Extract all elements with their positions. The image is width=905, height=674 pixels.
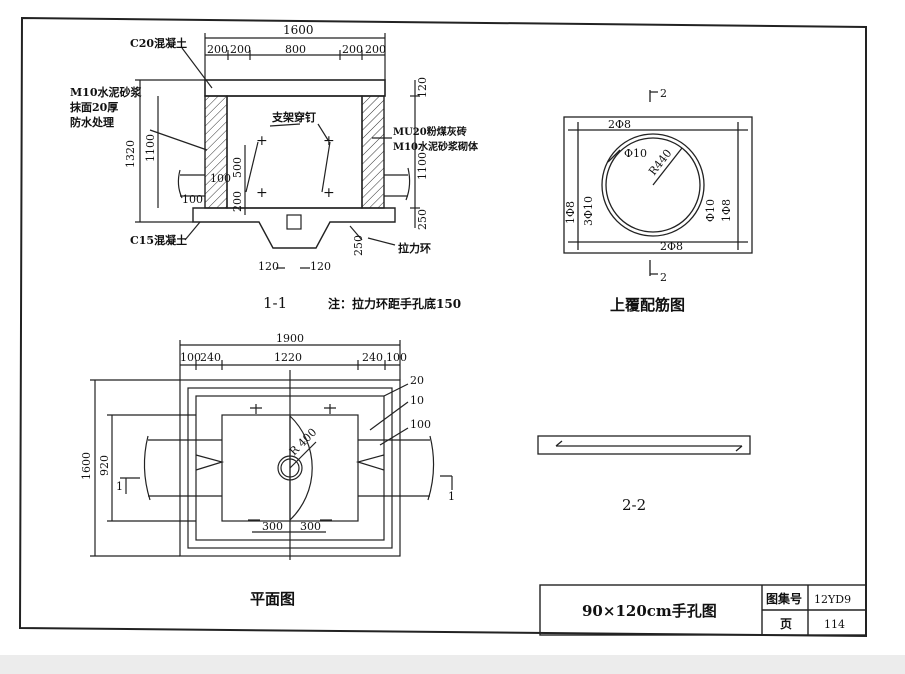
dim-left-100-a: 100	[210, 172, 231, 185]
dim-right-bottom: 250	[416, 209, 429, 230]
svg-text:+: +	[323, 185, 335, 201]
section-1-1-note: 注：拉力环距手孔底150	[328, 296, 461, 311]
plan-dim-height-inner: 920	[98, 455, 111, 476]
title-atlas-label: 图集号	[766, 591, 802, 606]
plan-dim-left-100: 100	[180, 351, 201, 364]
dim-top-right-2: 200	[365, 43, 386, 56]
dim-right-top: 120	[416, 77, 429, 98]
section-1-1-title: 1-1	[263, 294, 287, 312]
cover-bottom-bar: 2Φ8	[660, 240, 683, 253]
dim-right-mid: 1100	[416, 152, 429, 180]
plan-dim-right-240: 240	[362, 351, 383, 364]
label-support-bolt: 支架穿钉	[271, 110, 316, 124]
cover-section-mark-bottom: 2	[660, 271, 667, 284]
dim-bracket-500: 500	[231, 157, 244, 178]
plan-dim-overall-width: 1900	[276, 332, 304, 345]
plan-dim-bottom-300-a: 300	[262, 520, 283, 533]
cover-right-b: 1Φ8	[720, 199, 733, 222]
label-pull-ring: 拉力环	[398, 241, 431, 255]
title-atlas-value: 12YD9	[814, 593, 851, 606]
svg-text:+: +	[323, 133, 335, 149]
section-1-1-view: + + + +	[135, 33, 420, 269]
plan-layer-10: 10	[410, 394, 424, 407]
cover-ring-bar: Φ10	[624, 147, 647, 160]
plan-dim-height-total: 1600	[80, 452, 93, 480]
title-page-value: 114	[824, 618, 845, 631]
svg-text:+: +	[256, 133, 268, 149]
dim-bottom-120-a: 120	[258, 260, 279, 273]
plan-view	[90, 340, 453, 560]
scan-bottom-strip	[0, 655, 905, 674]
dim-top-right-1: 200	[342, 43, 363, 56]
plan-dim-mid: 1220	[274, 351, 302, 364]
cover-section-mark-top: 2	[660, 87, 667, 100]
cover-rebar-view	[563, 90, 753, 276]
dim-bottom-120-b: 120	[310, 260, 331, 273]
plan-section-mark-right: 1	[448, 490, 455, 503]
cover-top-bar: 2Φ8	[608, 118, 631, 131]
plan-layer-100: 100	[410, 418, 431, 431]
label-m10-line3: 防水处理	[70, 115, 114, 129]
cover-rebar-title: 上覆配筋图	[610, 296, 685, 314]
cover-right-a: Φ10	[704, 199, 717, 222]
dim-bracket-200: 200	[231, 191, 244, 212]
label-mu20-line2: M10水泥砂浆砌体	[393, 140, 479, 153]
dim-left-100-b: 100	[182, 193, 203, 206]
dim-top-mid: 800	[285, 43, 306, 56]
dim-height-total: 1320	[124, 140, 137, 168]
plan-title: 平面图	[250, 590, 295, 608]
plan-section-mark-left: 1	[116, 480, 123, 493]
section-2-2-view	[537, 435, 751, 455]
label-m10-line1: M10水泥砂浆	[70, 85, 142, 99]
plan-dim-bottom-300-b: 300	[300, 520, 321, 533]
dim-overall-width: 1600	[283, 23, 314, 37]
section-2-2-title: 2-2	[622, 496, 646, 514]
label-mu20-line1: MU20粉煤灰砖	[393, 125, 467, 138]
dim-top-left-1: 200	[207, 43, 228, 56]
plan-layer-20: 20	[410, 374, 424, 387]
cover-left-a: 1Φ8	[564, 201, 577, 224]
svg-text:+: +	[256, 185, 268, 201]
label-c15: C15混凝土	[130, 233, 187, 247]
label-m10-line2: 抹面20厚	[70, 100, 118, 114]
plan-dim-left-240: 240	[200, 351, 221, 364]
title-drawing-name: 90×120cm手孔图	[582, 602, 717, 620]
plan-dim-right-100: 100	[386, 351, 407, 364]
cover-left-b: 3Φ10	[582, 196, 595, 226]
dim-top-left-2: 200	[230, 43, 251, 56]
plan-radius: R 400	[287, 426, 319, 458]
label-c20: C20混凝土	[130, 36, 187, 50]
title-page-label: 页	[780, 617, 792, 631]
sheet-frame	[18, 16, 867, 638]
dim-height-inner: 1100	[144, 134, 157, 162]
dim-bottom-250: 250	[352, 235, 365, 256]
title-block	[539, 584, 867, 636]
